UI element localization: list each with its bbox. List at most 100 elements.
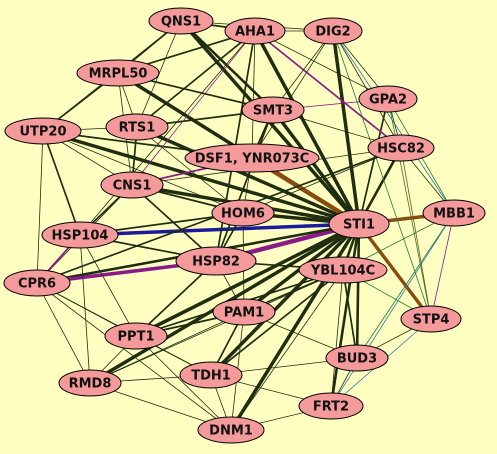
edge-hsc82-aha1 [254,30,402,149]
node-mbb1[interactable]: MBB1 [422,199,486,227]
node-ellipse[interactable] [328,209,390,239]
node-ybl104c[interactable]: YBL104C [298,256,388,284]
node-label: DIG2 [315,25,350,40]
edge-mbb1-dig2 [332,30,455,214]
edge-aha1-cns1 [131,30,256,186]
edge-sti1-gpa2 [358,98,389,225]
node-ellipse[interactable] [179,361,243,389]
node-tdh1[interactable]: TDH1 [179,361,243,389]
node-hsc82[interactable]: HSC82 [367,134,435,162]
edge-dsf1-aha1 [251,30,256,159]
edge-ppt1-hsp104 [79,234,137,337]
node-mrpl50[interactable]: MRPL50 [76,59,160,87]
node-utp20[interactable]: UTP20 [4,117,82,145]
node-hom6[interactable]: HOM6 [211,199,275,227]
edge-ybl104c-rmd8 [89,269,344,384]
edge-aha1-hsp104 [79,30,256,236]
edge-sti1-frt2 [329,222,361,408]
node-label: PAM1 [224,306,264,321]
edge-sti1-dig2 [331,29,361,226]
node-aha1[interactable]: AHA1 [224,17,286,45]
edge-sti1-stp4 [357,222,433,321]
edge-ybl104c-tdh1 [210,269,344,376]
edge-stp4-mbb1 [430,212,455,320]
node-ellipse[interactable] [211,199,275,227]
node-pam1[interactable]: PAM1 [212,298,276,326]
node-ellipse[interactable] [224,17,286,45]
node-dig2[interactable]: DIG2 [303,17,363,45]
node-ellipse[interactable] [400,305,462,333]
node-cns1[interactable]: CNS1 [100,171,164,199]
node-rmd8[interactable]: RMD8 [58,369,122,397]
node-ellipse[interactable] [104,322,168,350]
node-ellipse[interactable] [241,96,305,124]
edge-utp20-hsp104 [42,130,81,236]
edge-ppt1-dnm1 [135,335,232,431]
node-label: STI1 [343,218,375,233]
node-ellipse[interactable] [58,369,122,397]
node-stp4[interactable]: STP4 [400,305,462,333]
node-hsp104[interactable]: HSP104 [41,221,119,249]
node-frt2[interactable]: FRT2 [298,392,364,420]
node-gpa2[interactable]: GPA2 [358,85,418,113]
node-label: HSP104 [52,229,109,244]
node-label: RMD8 [69,377,112,392]
node-hsp82[interactable]: HSP82 [175,246,257,276]
node-ellipse[interactable] [358,85,418,113]
edge-ybl104c-dnm1 [230,269,344,431]
node-ellipse[interactable] [325,344,389,372]
node-ellipse[interactable] [76,59,160,87]
node-ellipse[interactable] [100,171,164,199]
node-ellipse[interactable] [212,298,276,326]
edge-sti1-bud3 [355,222,361,360]
node-ellipse[interactable] [197,416,265,444]
node-qns1[interactable]: QNS1 [148,7,214,35]
node-ellipse[interactable] [3,269,71,297]
node-label: MRPL50 [89,67,148,82]
edge-cpr6-dnm1 [36,282,232,431]
node-ellipse[interactable] [303,17,363,45]
node-ellipse[interactable] [4,117,82,145]
node-label: BUD3 [337,352,377,367]
edge-pam1-rmd8 [89,311,245,384]
node-label: HSC82 [377,142,425,157]
edge-hsp104-rmd8 [79,234,91,384]
node-label: CNS1 [113,179,152,194]
node-label: HSP82 [192,255,240,270]
node-ellipse[interactable] [184,143,320,173]
node-dsf1[interactable]: DSF1, YNR073C [184,143,320,173]
edge-mbb1-frt2 [330,212,455,407]
node-label: PPT1 [118,330,155,345]
edge-sti1-aha1 [253,29,361,226]
node-label: AHA1 [235,25,275,40]
node-ellipse[interactable] [105,113,169,141]
edge-hsc82-hom6 [242,147,402,214]
node-ellipse[interactable] [298,392,364,420]
edge-sti1-smt3 [271,108,361,226]
node-ellipse[interactable] [148,7,214,35]
node-ellipse[interactable] [367,134,435,162]
node-ppt1[interactable]: PPT1 [104,322,168,350]
node-dnm1[interactable]: DNM1 [197,416,265,444]
node-label: FRT2 [313,400,349,415]
edge-aha1-rts1 [136,30,256,128]
edge-rmd8-cpr6 [36,282,91,384]
node-ellipse[interactable] [298,256,388,284]
node-ellipse[interactable] [41,221,119,249]
edge-utp20-hom6 [42,130,244,214]
edge-dig2-dsf1 [251,30,334,159]
node-label: DSF1, YNR073C [195,152,310,167]
node-ellipse[interactable] [175,246,257,276]
node-ellipse[interactable] [422,199,486,227]
node-label: MBB1 [433,207,475,222]
edge-sti1-tdh1 [209,222,361,377]
node-label: GPA2 [369,93,407,108]
node-sti1[interactable]: STI1 [328,209,390,239]
node-cpr6[interactable]: CPR6 [3,269,71,297]
node-smt3[interactable]: SMT3 [241,96,305,124]
node-bud3[interactable]: BUD3 [325,344,389,372]
node-rts1[interactable]: RTS1 [105,113,169,141]
edge-sti1-ppt1 [134,222,361,338]
